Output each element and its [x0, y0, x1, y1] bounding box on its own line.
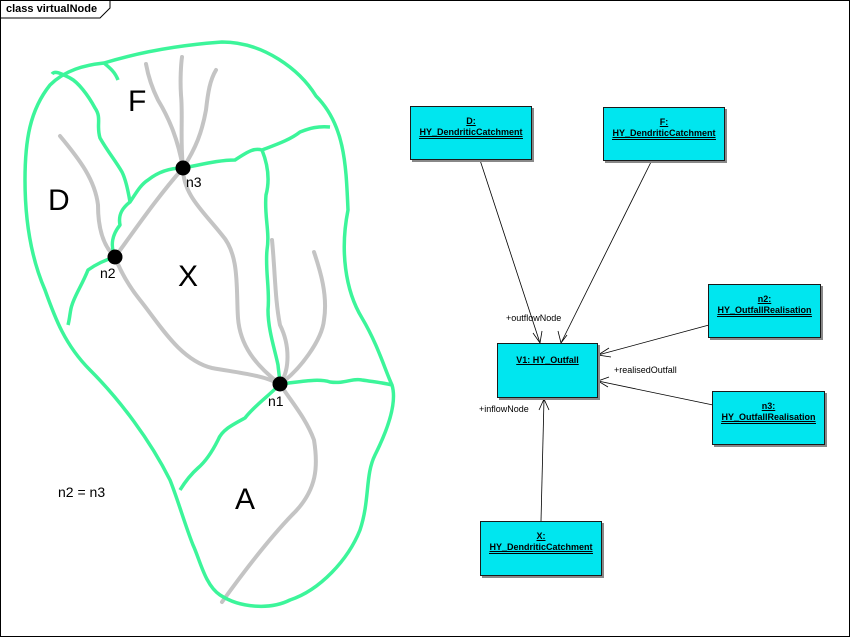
assoc-d-arrowhead [532, 330, 543, 345]
stream-f-right [181, 68, 218, 170]
region-label-a: A [235, 483, 256, 516]
node-label-n3: n3 [186, 174, 202, 190]
assoc-n2-to-v1 [597, 324, 710, 356]
stream-x-far-right [278, 250, 328, 386]
uml-box-n3-line1: n3: [761, 401, 776, 411]
divide-d-f [50, 70, 132, 203]
region-label-f: F [128, 85, 147, 118]
stream-f-mid [178, 55, 185, 170]
assoc-n3-to-v1 [597, 380, 714, 406]
frame-title: class virtualNode [6, 3, 98, 15]
frame-tab-outline [1, 1, 111, 19]
node-equation: n2 = n3 [58, 484, 106, 500]
uml-box-v1-line1: V1: HY_Outfall [516, 355, 579, 365]
node-n2-marker [107, 249, 123, 265]
stream-f-left [144, 62, 185, 170]
divide-n1-east [279, 377, 393, 387]
outer-boundary [23, 40, 396, 609]
uml-box-n2-line2: HY_OutfallRealisation [717, 305, 812, 317]
region-label-d: D [48, 184, 70, 217]
uml-box-x-line2: HY_DendriticCatchment [489, 542, 593, 554]
uml-box-f-line1: F: [659, 117, 669, 127]
uml-box-x-line1: X: [536, 531, 546, 541]
outlet-nodes [107, 160, 288, 392]
assoc-x-arrowhead [538, 398, 550, 411]
uml-box-d[interactable]: D: HY_DendriticCatchment [410, 106, 532, 160]
assoc-n2-arrowhead [596, 347, 612, 358]
assoc-f-to-v1 [560, 159, 653, 344]
uml-box-v1[interactable]: V1: HY_Outfall [497, 343, 598, 398]
uml-box-n2-line1: n2: [757, 294, 772, 304]
stream-x-center [181, 166, 282, 386]
uml-associations [479, 159, 714, 522]
node-n3-marker [175, 160, 191, 176]
region-label-x: X [178, 260, 199, 293]
node-label-n1: n1 [268, 393, 284, 409]
assoc-x-to-v1 [540, 398, 545, 522]
stream-network [58, 55, 328, 604]
uml-box-d-line2: HY_DendriticCatchment [419, 127, 523, 139]
divide-x-east [260, 149, 282, 385]
node-label-n2: n2 [100, 265, 116, 281]
uml-box-n3[interactable]: n3: HY_OutfallRealisation [712, 391, 825, 445]
uml-box-n2[interactable]: n2: HY_OutfallRealisation [708, 284, 821, 338]
divide-n1-west [178, 382, 282, 491]
divide-f-top [102, 61, 120, 81]
assoc-d-to-v1 [479, 159, 541, 344]
role-label-inflow-node: +inflowNode [479, 404, 529, 414]
uml-box-n3-line2: HY_OutfallRealisation [721, 412, 816, 424]
stream-n1-to-n2 [113, 255, 282, 386]
divide-n3-east [182, 125, 331, 170]
assoc-n3-arrowhead [597, 376, 610, 388]
stream-d [58, 134, 117, 259]
uml-box-x[interactable]: X: HY_DendriticCatchment [480, 521, 602, 576]
uml-box-d-line1: D: [466, 116, 476, 126]
uml-box-f[interactable]: F: HY_DendriticCatchment [603, 107, 725, 161]
stream-x-right [270, 238, 290, 386]
role-label-outflow-node: +outflowNode [506, 313, 562, 323]
node-n1-marker [272, 376, 288, 392]
role-label-realised-outfall: +realisedOutfall [614, 365, 677, 375]
stream-n2-to-n3 [113, 166, 185, 259]
divide-n2-west [66, 255, 116, 326]
catchment-boundaries [23, 40, 396, 609]
uml-box-f-line2: HY_DendriticCatchment [612, 128, 716, 140]
stream-main-lower [220, 382, 318, 604]
